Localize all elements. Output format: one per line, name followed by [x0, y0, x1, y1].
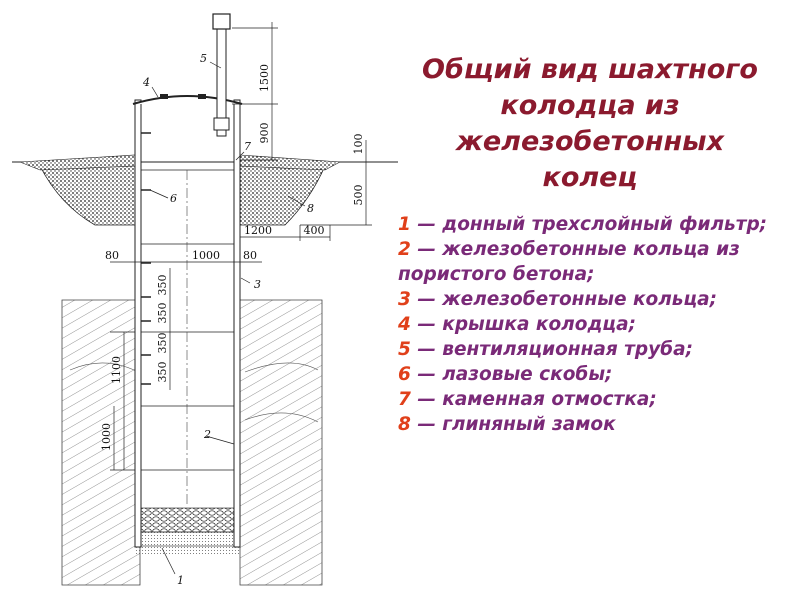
dim-1100: 1100 — [110, 356, 123, 384]
dimension-lines — [110, 22, 372, 471]
legend-text: — каменная отмостка; — [410, 389, 657, 410]
callout-3: 3 — [254, 278, 261, 291]
dim-1500: 1500 — [258, 64, 271, 92]
lid-cap — [198, 94, 206, 99]
legend-item: 4 — крышка колодца; — [398, 312, 798, 337]
well-wall-right — [233, 99, 241, 548]
dim-80-left: 80 — [105, 249, 119, 262]
callout-4: 4 — [142, 76, 150, 89]
dim-500: 500 — [352, 185, 365, 206]
legend-item: 3 — железобетонные кольца; — [398, 287, 798, 312]
bottom-filter-sand — [140, 531, 235, 547]
dim-350: 350 — [156, 275, 169, 296]
callout-5: 5 — [200, 52, 207, 65]
callout-6: 6 — [170, 192, 177, 205]
legend-item: 7 — каменная отмостка; — [398, 387, 798, 412]
well-wall-left — [134, 99, 142, 548]
title-line: колец — [542, 162, 638, 193]
callout-1: 1 — [177, 574, 184, 587]
legend-item: 5 — вентиляционная труба; — [398, 337, 798, 362]
title-line: колодца из — [500, 90, 680, 121]
dim-350: 350 — [156, 362, 169, 383]
callout-8: 8 — [307, 202, 314, 215]
dim-350: 350 — [156, 333, 169, 354]
ladder-rungs — [141, 132, 151, 385]
legend-text: — крышка колодца; — [410, 314, 636, 335]
legend-number: 1 — [398, 214, 411, 235]
page-title: Общий вид шахтного колодца из железобето… — [392, 52, 788, 196]
callout-2: 2 — [203, 428, 211, 441]
lid-cap — [160, 94, 168, 99]
legend-number: 6 — [398, 364, 411, 385]
legend-text: — глиняный замок — [410, 414, 616, 435]
callout-7: 7 — [244, 140, 251, 153]
legend-text: — лазовые скобы; — [410, 364, 613, 385]
legend-text: — железобетонные кольца; — [410, 289, 718, 310]
legend-text: — донный трехслойный фильтр; — [410, 214, 768, 235]
dim-1000-vertical: 1000 — [100, 423, 113, 451]
title-line: железобетонных — [455, 126, 724, 157]
vent-pipe-flange — [213, 117, 230, 131]
dim-1000-horizontal: 1000 — [192, 249, 220, 262]
legend-item: 6 — лазовые скобы; — [398, 362, 798, 387]
legend-item: 2 — железобетонные кольца из пористого б… — [398, 237, 798, 287]
dim-100: 100 — [352, 134, 365, 155]
legend-number: 3 — [398, 289, 411, 310]
legend-number: 2 — [398, 239, 411, 260]
legend-text: — железобетонные кольца из пористого бет… — [398, 239, 740, 285]
bottom-filter-gravel — [140, 507, 235, 533]
legend-number: 7 — [398, 389, 411, 410]
clay-lock — [39, 165, 136, 226]
ring-joints — [141, 169, 234, 471]
legend-number: 8 — [398, 414, 411, 435]
callout-leaders — [149, 61, 306, 575]
well-diagram: 1500 900 100 500 1200 400 80 80 1000 350… — [12, 13, 398, 587]
dim-400: 400 — [304, 224, 325, 237]
legend-number: 4 — [398, 314, 411, 335]
legend-list: 1 — донный трехслойный фильтр; 2 — желез… — [398, 212, 798, 437]
dim-80-right: 80 — [243, 249, 257, 262]
vent-pipe-cap — [212, 13, 231, 30]
dim-350: 350 — [156, 303, 169, 324]
legend-item: 1 — донный трехслойный фильтр; — [398, 212, 798, 237]
clay-lock — [239, 165, 326, 226]
bottom-filter-base — [135, 546, 240, 556]
dim-900: 900 — [258, 123, 271, 144]
soil-lens — [69, 362, 319, 423]
legend-item: 8 — глиняный замок — [398, 412, 798, 437]
dim-1200: 1200 — [244, 224, 272, 237]
title-line: Общий вид шахтного — [422, 54, 758, 85]
legend-number: 5 — [398, 339, 411, 360]
legend-text: — вентиляционная труба; — [410, 339, 693, 360]
